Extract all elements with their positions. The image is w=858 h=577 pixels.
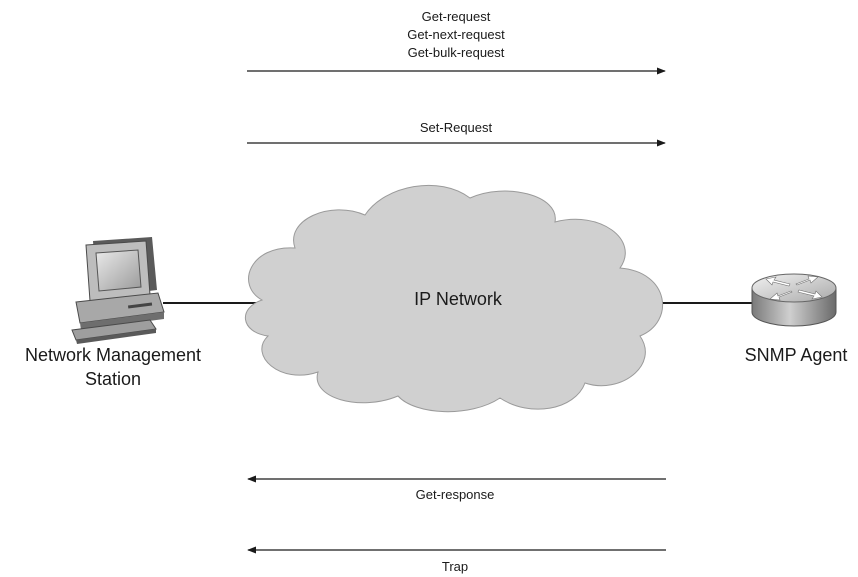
trap-message: Trap (247, 546, 666, 574)
manager-label-line1: Network Management (25, 345, 201, 365)
cloud-shape (244, 184, 664, 413)
set-request-label: Set-Request (420, 120, 493, 135)
get-request-label: Get-request (422, 9, 491, 24)
manager-label-line2: Station (85, 369, 141, 389)
get-next-request-label: Get-next-request (407, 27, 505, 42)
trap-label: Trap (442, 559, 468, 574)
ip-network-cloud: IP Network (244, 184, 664, 413)
get-response-label: Get-response (416, 487, 495, 502)
ip-network-label: IP Network (414, 289, 503, 309)
get-requests-message: Get-request Get-next-request Get-bulk-re… (247, 9, 666, 75)
workstation-icon (71, 237, 165, 344)
get-bulk-request-label: Get-bulk-request (408, 45, 505, 60)
router-icon (751, 273, 837, 327)
agent-label: SNMP Agent (745, 345, 848, 365)
set-request-message: Set-Request (247, 120, 666, 147)
get-response-message: Get-response (247, 475, 666, 502)
